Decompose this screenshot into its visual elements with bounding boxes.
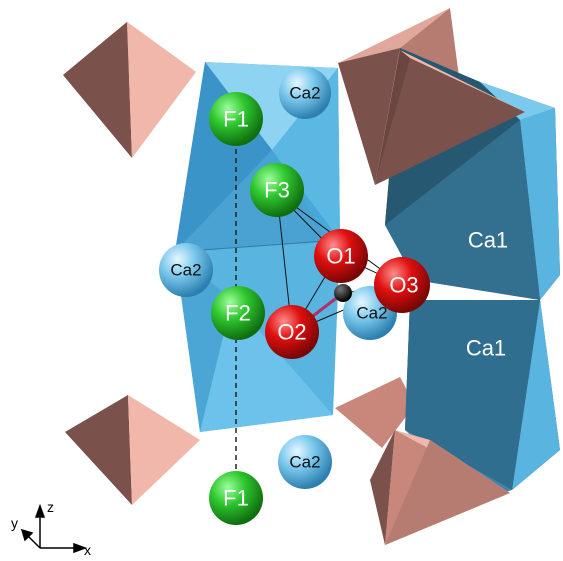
tetrahedron-right-lower [370,430,510,545]
atom-o2: O2 [265,305,319,359]
atom-ca2-left: Ca2 [159,243,213,297]
svg-text:O2: O2 [277,320,306,345]
tetrahedron-right-upper [375,50,525,185]
atom-ca2-bottom: Ca2 [278,435,332,489]
tetrahedron-bottom-left [65,395,200,505]
svg-text:Ca2: Ca2 [289,84,320,103]
atom-f2: F2 [211,286,265,340]
svg-text:F2: F2 [225,301,251,326]
axis-label-z: z [47,499,54,515]
svg-text:Ca2: Ca2 [170,261,201,280]
atom-ca2-top: Ca2 [279,67,331,119]
atom-f1-bottom: F1 [209,471,263,525]
svg-text:F1: F1 [223,486,249,511]
atom-f3: F3 [250,163,304,217]
label-ca1-lower: Ca1 [466,336,506,361]
atom-f1-top: F1 [209,92,263,146]
axis-label-y: y [11,515,18,531]
label-ca1-upper: Ca1 [468,228,508,253]
svg-text:Ca2: Ca2 [289,453,320,472]
svg-text:F3: F3 [264,178,290,203]
svg-text:Ca2: Ca2 [356,304,387,323]
svg-text:F1: F1 [223,107,249,132]
atom-o1: O1 [314,229,368,283]
svg-text:O3: O3 [389,273,418,298]
atom-o3: O3 [374,257,430,313]
ca1-polyhedron-lower [405,300,560,500]
svg-text:O1: O1 [326,244,355,269]
tetrahedron-top-left [63,22,196,158]
axis-label-x: x [84,542,91,558]
axis-indicator [20,503,88,554]
atom-hydrogen [334,284,352,302]
